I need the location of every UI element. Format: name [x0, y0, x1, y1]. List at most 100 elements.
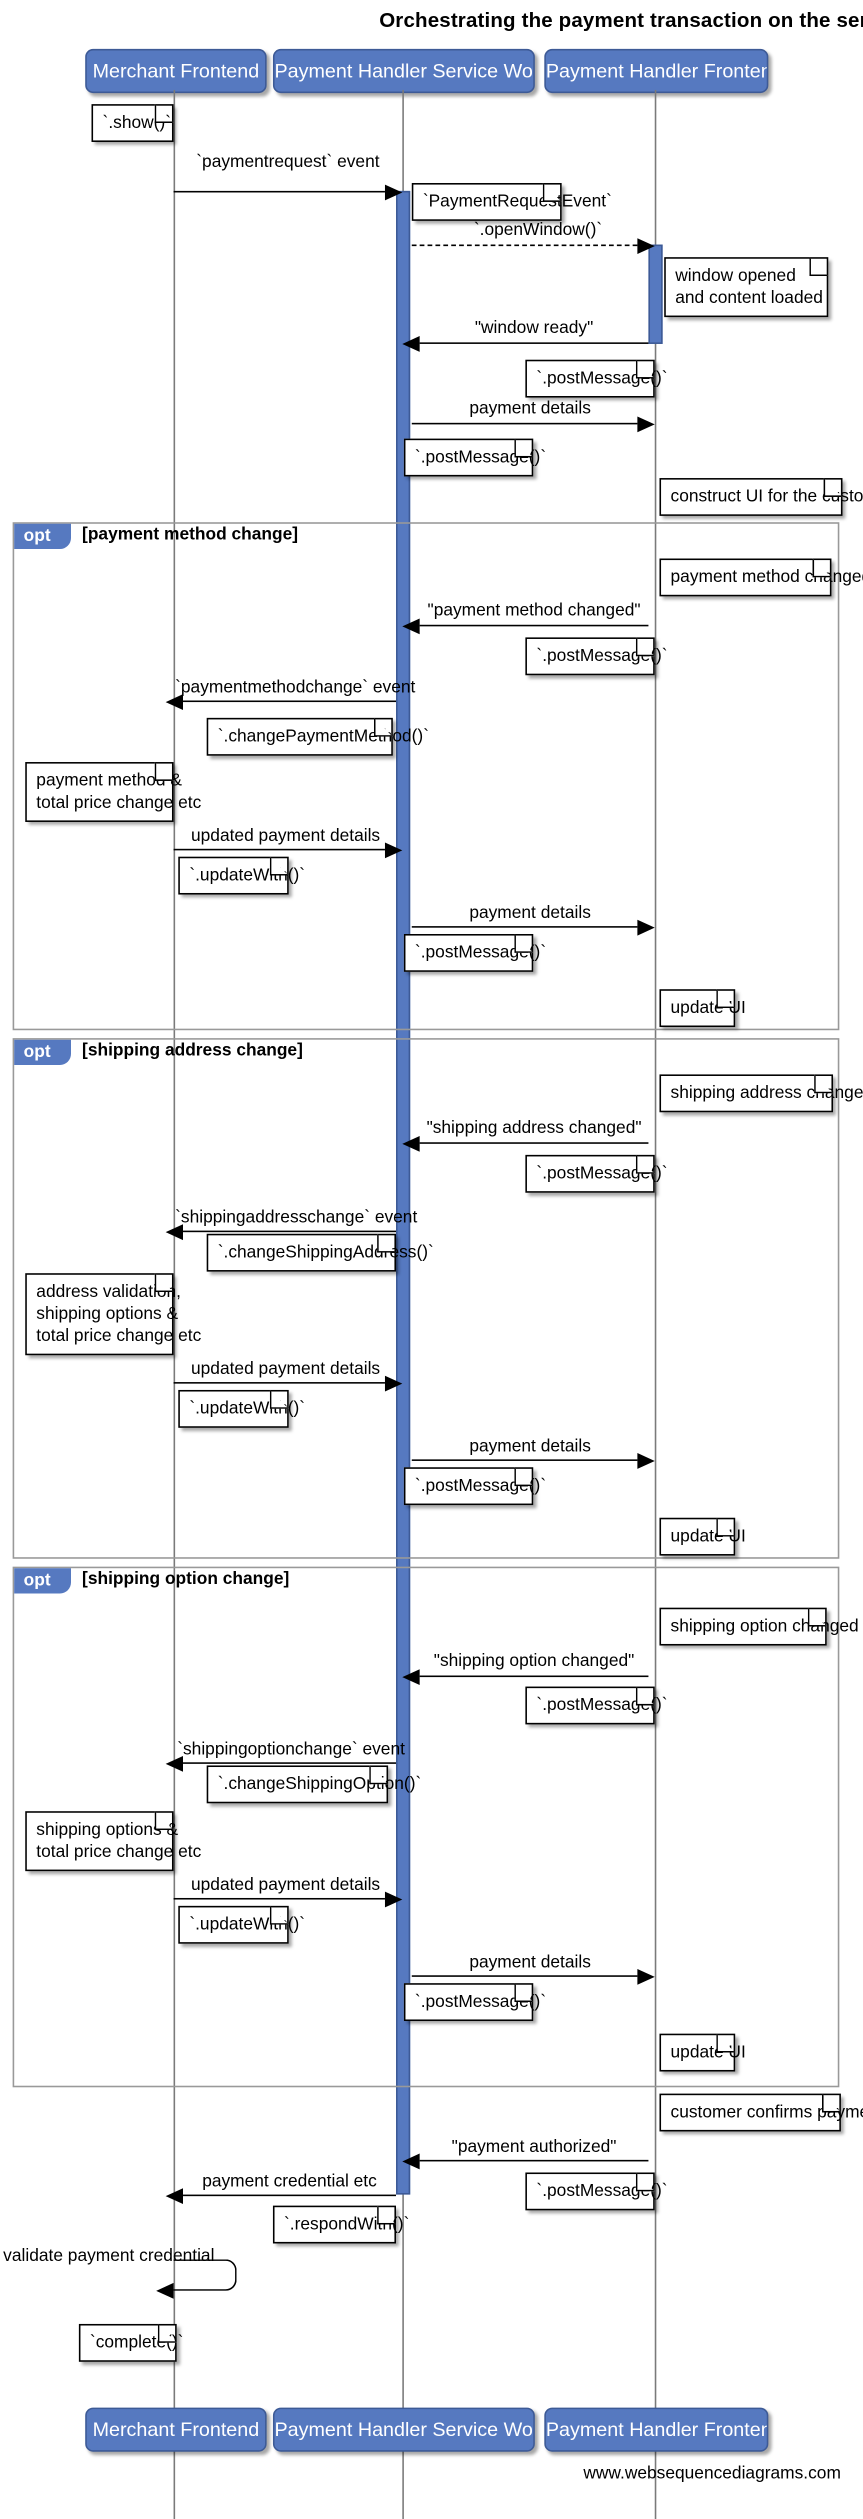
arrowhead-right-icon [384, 1891, 403, 1908]
arrowhead-left-icon [402, 618, 420, 635]
note-update-with-2: `.updateWith()` [178, 1389, 305, 1428]
message-label-paymentrequest-event: `paymentrequest` event [196, 153, 380, 172]
arrowhead-left-icon [402, 336, 420, 352]
message-label-shippingaddresschange-event: `shippingaddresschange` event [175, 1208, 418, 1228]
fragment-tab-opt-3: opt [14, 1568, 71, 1594]
participant-merchant-frontend-bottom[interactable]: Merchant Frontend [85, 2407, 267, 2452]
note-post-message-6: `.postMessage()` [403, 1467, 546, 1506]
note-post-message-5: `.postMessage()` [525, 1154, 668, 1193]
arrowhead-right-icon [637, 1453, 655, 1469]
note-complete: `complete()` [78, 2323, 183, 2362]
message-arrow-shipping-option-changed [402, 1669, 649, 1685]
message-label-updated-payment-details-2: updated payment details [190, 1359, 381, 1379]
arrowhead-left-icon [402, 2153, 420, 2170]
message-label-open-window: `.openWindow()` [473, 220, 603, 240]
arrowhead-left-icon [165, 2188, 184, 2205]
fragment-opt-shipping-address-change [12, 1038, 840, 1559]
message-arrow-window-ready [402, 336, 649, 352]
activation-service-worker-main [396, 190, 411, 2195]
message-label-shipping-address-changed: "shipping address changed" [426, 1118, 642, 1138]
fragment-condition-shipping-address-change: [shipping address change] [82, 1041, 303, 1061]
arrowhead-right-icon [384, 184, 403, 201]
message-label-updated-payment-details-3: updated payment details [190, 1875, 381, 1895]
note-address-validation: address validation, shipping options & t… [25, 1273, 201, 1356]
arrowhead-right-icon [384, 842, 403, 859]
note-payment-method-changed: payment method changed [659, 558, 863, 597]
arrowhead-left-icon [165, 1755, 184, 1772]
message-arrow-payment-method-changed [402, 618, 649, 635]
message-arrow-paymentmethodchange-event [165, 694, 397, 710]
fragment-condition-payment-method-change: [payment method change] [82, 525, 299, 545]
note-post-message-3: `.postMessage()` [525, 637, 668, 676]
arrowhead-left-icon [402, 1135, 420, 1152]
message-label-shipping-option-changed: "shipping option changed" [433, 1651, 635, 1671]
note-change-shipping-address: `.changeShippingAddress()` [206, 1233, 434, 1272]
activation-frontend-window [648, 244, 663, 344]
arrowhead-right-icon [637, 1968, 655, 1985]
note-post-message-4: `.postMessage()` [403, 933, 546, 972]
message-label-window-ready: "window ready" [474, 318, 594, 338]
fragment-tab-opt-2: opt [14, 1039, 71, 1065]
note-post-message-2: `.postMessage()` [403, 438, 546, 477]
message-label-payment-details-1: payment details [469, 399, 591, 419]
note-customer-confirms-payment: customer confirms payment [659, 2093, 863, 2132]
message-arrow-updated-payment-details-3 [173, 1891, 403, 1908]
message-label-validate-payment-credential: validate payment credential [3, 2246, 215, 2266]
note-post-message-7: `.postMessage()` [525, 1686, 668, 1725]
arrowhead-right-icon [637, 919, 655, 936]
message-arrow-shippingoptionchange-event [165, 1755, 397, 1772]
footer-watermark: www.websequencediagrams.com [583, 2464, 841, 2484]
note-respond-with: `.respondWith()` [272, 2205, 409, 2244]
participant-payment-handler-frontend-bottom[interactable]: Payment Handler Frontend [544, 2407, 769, 2452]
note-payment-request-event: `PaymentRequestEvent` [411, 183, 612, 221]
fragment-opt-shipping-option-change [12, 1566, 840, 2088]
arrowhead-right-icon [637, 416, 655, 433]
page-title: Orchestrating the payment transaction on… [379, 7, 863, 32]
note-construct-ui: construct UI for the customer [659, 478, 863, 516]
fragment-opt-payment-method-change [12, 522, 840, 1031]
message-label-payment-authorized: "payment authorized" [451, 2137, 617, 2157]
note-update-ui-3: update UI [659, 2033, 746, 2072]
message-arrow-shippingaddresschange-event [165, 1224, 397, 1241]
note-update-ui-2: update UI [659, 1517, 746, 1556]
note-shipping-address-changed: shipping address changed [659, 1074, 863, 1113]
note-show: `.show()` [91, 104, 174, 142]
note-change-shipping-option: `.changeShippingOption()` [206, 1765, 421, 1804]
message-label-payment-credential-etc: payment credential etc [202, 2172, 377, 2192]
note-post-message-9: `.postMessage()` [525, 2172, 668, 2211]
arrowhead-left-icon [156, 2282, 174, 2299]
note-update-with-3: `.updateWith()` [178, 1905, 305, 1944]
message-arrow-paymentrequest-event [173, 184, 403, 201]
note-payment-method-total-price: payment method & total price change etc [25, 762, 201, 822]
message-arrow-payment-authorized [402, 2153, 649, 2170]
message-label-payment-details-2: payment details [469, 904, 591, 923]
participant-payment-handler-service-worker-top[interactable]: Payment Handler Service Worker [272, 48, 535, 94]
message-arrow-payment-credential-etc [165, 2188, 397, 2205]
message-label-payment-method-changed: "payment method changed" [427, 601, 641, 621]
message-label-payment-details-4: payment details [469, 1953, 591, 1973]
self-message-validate-payment-credential [173, 2259, 237, 2291]
participant-merchant-frontend-top[interactable]: Merchant Frontend [85, 48, 267, 94]
note-post-message-8: `.postMessage()` [403, 1983, 546, 2022]
arrowhead-left-icon [402, 1669, 420, 1685]
note-change-payment-method: `.changePaymentMethod()` [206, 717, 429, 756]
message-label-payment-details-3: payment details [469, 1437, 591, 1457]
message-arrow-updated-payment-details-1 [173, 842, 403, 859]
arrowhead-right-icon [637, 238, 655, 255]
message-arrow-shipping-address-changed [402, 1135, 649, 1152]
arrowhead-left-icon [165, 1224, 184, 1241]
message-label-paymentmethodchange-event: `paymentmethodchange` event [175, 678, 416, 698]
message-arrow-payment-details-2 [411, 919, 655, 936]
participant-payment-handler-frontend-top[interactable]: Payment Handler Frontend [544, 48, 769, 94]
participant-payment-handler-service-worker-bottom[interactable]: Payment Handler Service Worker [272, 2407, 535, 2452]
message-arrow-payment-details-3 [411, 1453, 655, 1469]
message-arrow-updated-payment-details-2 [173, 1375, 403, 1392]
message-arrow-payment-details-1 [411, 416, 655, 433]
note-post-message-1: `.postMessage()` [525, 359, 668, 398]
message-label-updated-payment-details-1: updated payment details [190, 826, 381, 846]
note-window-opened: window opened and content loaded [664, 257, 829, 318]
fragment-condition-shipping-option-change: [shipping option change] [82, 1569, 290, 1589]
note-shipping-options-total-price: shipping options & total price change et… [25, 1811, 201, 1872]
message-arrow-payment-details-4 [411, 1968, 655, 1985]
